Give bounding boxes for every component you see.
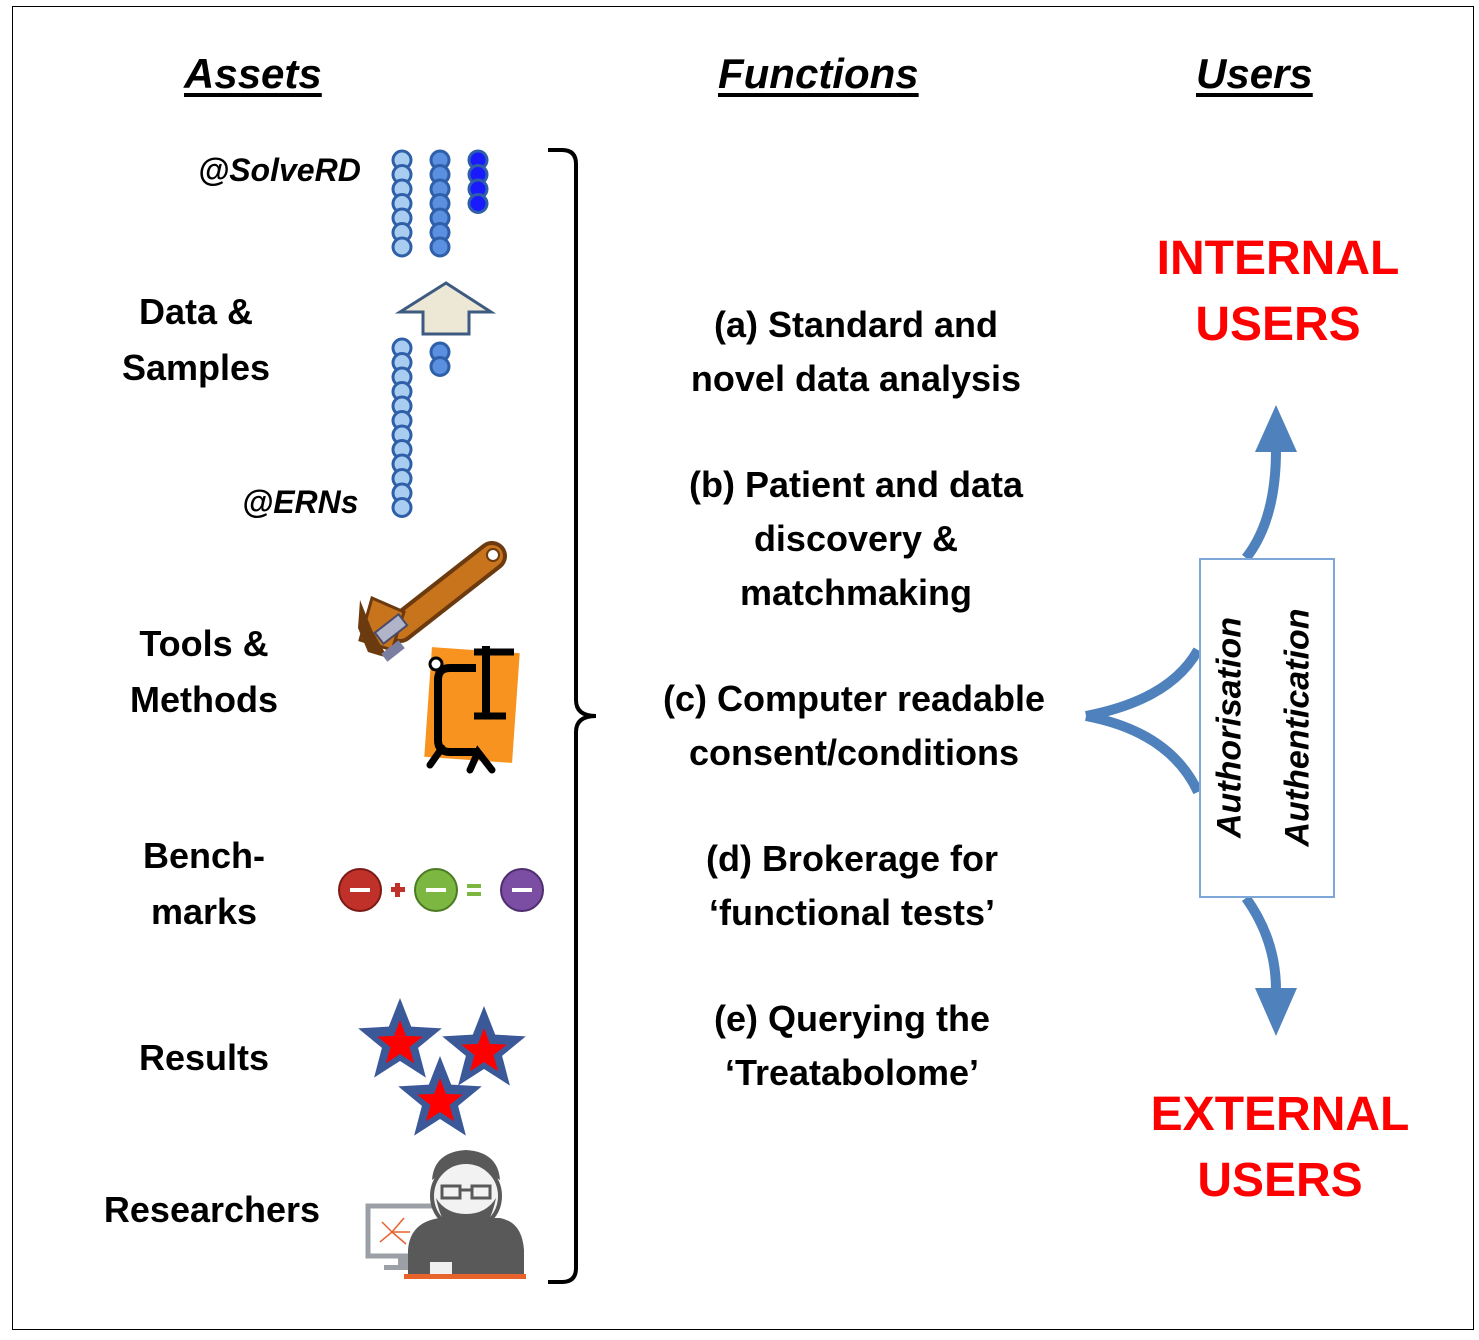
star-icon-center <box>377 1020 423 1064</box>
functions-header: Functions <box>718 50 919 97</box>
clamp-icon <box>424 646 520 774</box>
star-icon-center <box>461 1028 507 1072</box>
data-samples-line-2: Samples <box>121 347 271 388</box>
function-e-line-1: (e) Querying the <box>713 998 991 1039</box>
assets-brace <box>548 148 597 1284</box>
function-a-line-1: (a) Standard and <box>713 304 999 345</box>
function-d-line-1: (d) Brokerage for <box>705 838 999 879</box>
up-arrow-icon <box>394 281 497 336</box>
sample-bead-columns <box>391 149 489 518</box>
function-b-line-1: (b) Patient and data <box>688 464 1024 505</box>
benchmarks-line-1: Bench- <box>142 835 265 876</box>
sample-bead <box>391 497 413 518</box>
function-b-line-2: discovery & <box>753 518 959 559</box>
results-label: Results <box>138 1037 270 1078</box>
sample-bead <box>391 236 413 258</box>
sample-bead <box>429 356 451 377</box>
researcher-icon <box>365 1150 526 1279</box>
benchmark-equation-icon <box>338 868 544 912</box>
tools-methods-label: Tools & Methods <box>104 616 304 728</box>
erns-tag: @ERNs <box>242 484 359 520</box>
function-c: (c) Computer readable consent/conditions <box>616 672 1092 780</box>
function-d-line-2: ‘functional tests’ <box>708 892 996 933</box>
data-samples-line-1: Data & <box>138 291 254 332</box>
function-b-line-3: matchmaking <box>739 572 973 613</box>
function-d: (d) Brokerage for ‘functional tests’ <box>652 832 1052 940</box>
external-users-label: EXTERNAL USERS <box>1130 1082 1430 1214</box>
results-stars-icon <box>358 998 526 1136</box>
function-e-line-2: ‘Treatabolome’ <box>724 1052 980 1093</box>
function-c-line-1: (c) Computer readable <box>662 678 1046 719</box>
sample-bead <box>429 236 451 258</box>
tools-methods-line-1: Tools & <box>139 623 269 664</box>
assets-header: Assets <box>184 50 322 97</box>
benchmarks-label: Bench- marks <box>104 828 304 940</box>
function-a: (a) Standard and novel data analysis <box>656 298 1056 406</box>
external-arrowhead <box>1255 988 1297 1036</box>
external-users-line-2: USERS <box>1197 1154 1363 1207</box>
tools-methods-line-2: Methods <box>130 679 278 720</box>
data-samples-label: Data & Samples <box>96 284 296 396</box>
internal-users-line-1: INTERNAL <box>1156 232 1400 285</box>
function-a-line-2: novel data analysis <box>690 358 1022 399</box>
star-icon-center <box>417 1078 463 1122</box>
authorisation-label: Authorisation <box>1210 617 1249 838</box>
internal-users-line-2: USERS <box>1195 298 1361 351</box>
wrench-icon <box>358 541 507 662</box>
solverd-tag: @SolveRD <box>198 152 361 188</box>
figure-frame <box>12 6 1474 1330</box>
external-users-line-1: EXTERNAL <box>1150 1088 1410 1141</box>
benchmarks-line-2: marks <box>150 891 258 932</box>
auth-box <box>1199 558 1335 898</box>
users-branch-arrows <box>1085 405 1297 1036</box>
users-header: Users <box>1196 50 1313 97</box>
function-c-line-2: consent/conditions <box>688 732 1019 773</box>
function-b: (b) Patient and data discovery & matchma… <box>656 458 1056 620</box>
researchers-label: Researchers <box>103 1189 321 1230</box>
internal-arrowhead <box>1255 405 1297 452</box>
function-e: (e) Querying the ‘Treatabolome’ <box>652 992 1052 1100</box>
sample-bead <box>467 193 489 214</box>
authentication-label: Authentication <box>1278 608 1317 847</box>
internal-users-label: INTERNAL USERS <box>1128 226 1428 358</box>
